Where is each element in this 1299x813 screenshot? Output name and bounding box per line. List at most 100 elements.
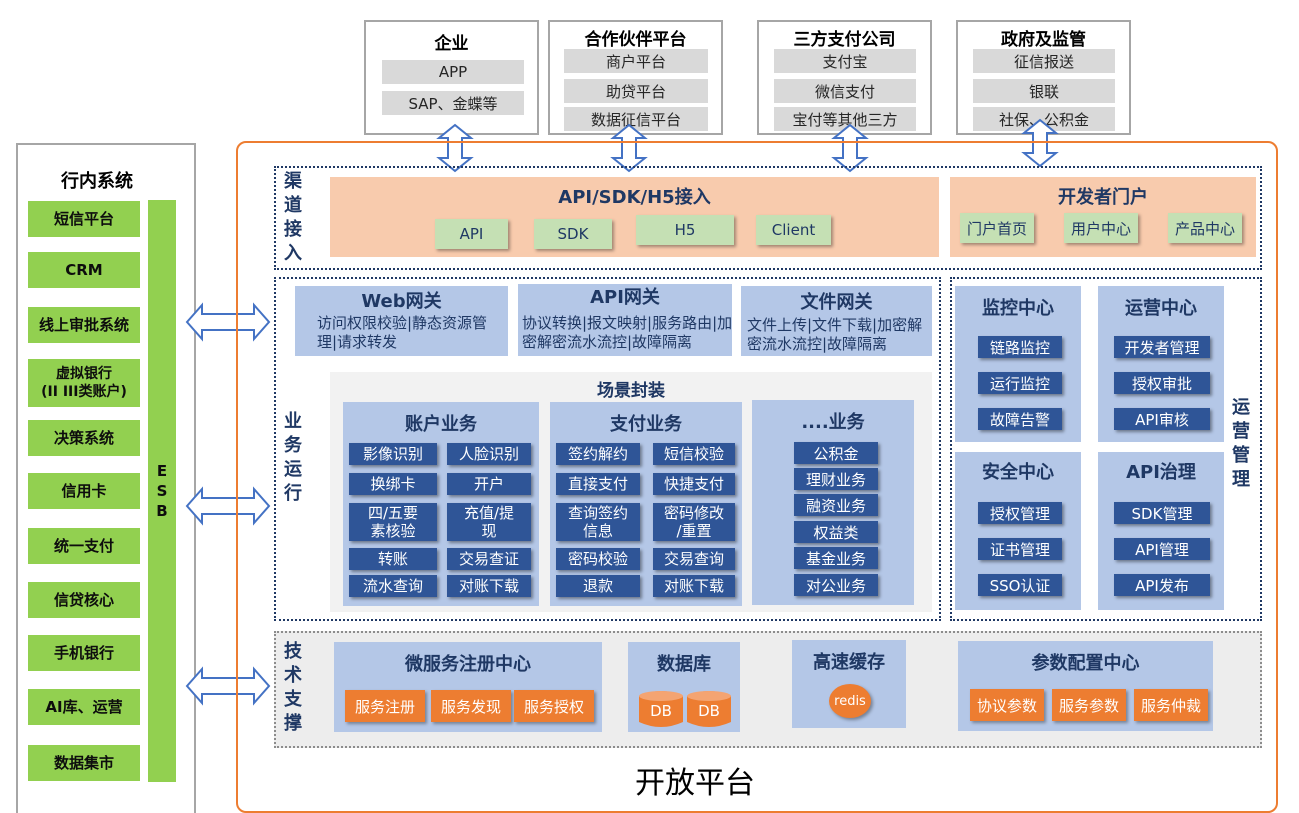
inner-system-item: 虚拟银行 (II III类账户) xyxy=(28,359,140,407)
double-arrow-icon xyxy=(436,123,474,173)
api-gateway-box: API网关 协议转换|报文映射|服务路由|加密解密流水流控|故障隔离 xyxy=(518,284,732,356)
top-item: 微信支付 xyxy=(774,79,916,103)
registry-center-box: 微服务注册中心 服务注册 服务发现 服务授权 xyxy=(334,642,602,732)
account-business-title: 账户业务 xyxy=(405,414,477,435)
other-business-item: 基金业务 xyxy=(794,547,878,569)
monitor-center-item: 运行监控 xyxy=(978,372,1062,394)
other-business-title: ....业务 xyxy=(801,412,865,433)
portal-item-user-center: 用户中心 xyxy=(1064,213,1138,243)
top-box-title: 企业 xyxy=(434,33,469,54)
account-business-item: 对账下载 xyxy=(447,575,531,597)
payment-business-item: 直接支付 xyxy=(556,473,640,495)
channel-item-sdk: SDK xyxy=(534,219,612,249)
cache-title: 高速缓存 xyxy=(813,652,885,673)
registry-item: 服务发现 xyxy=(431,690,511,722)
payment-business-title: 支付业务 xyxy=(610,414,682,435)
other-business-item: 对公业务 xyxy=(794,574,878,596)
web-gateway-desc: 访问权限校验|静态资源管理|请求转发 xyxy=(317,314,488,351)
developer-portal-box: 开发者门户 门户首页 用户中心 产品中心 xyxy=(950,177,1256,257)
inner-system-item: 短信平台 xyxy=(28,201,140,237)
security-center-item: SSO认证 xyxy=(978,574,1062,596)
payment-business-item: 退款 xyxy=(556,575,640,597)
payment-business-item: 密码修改 /重置 xyxy=(653,503,735,541)
scene-encapsulation-title: 场景封装 xyxy=(597,380,665,401)
portal-item-product-center: 产品中心 xyxy=(1168,213,1242,243)
double-arrow-icon xyxy=(185,302,271,342)
file-gateway-box: 文件网关 文件上传|文件下载|加密解密流水流控|故障隔离 xyxy=(741,286,932,356)
channel-access-section xyxy=(274,166,1262,270)
account-business-item: 开户 xyxy=(447,473,531,495)
top-item: 商户平台 xyxy=(564,49,708,73)
payment-business-item: 查询签约 信息 xyxy=(556,503,640,541)
esb-bar: E S B xyxy=(148,200,176,782)
config-item: 协议参数 xyxy=(970,689,1044,721)
account-business-item: 换绑卡 xyxy=(349,473,437,495)
account-business-item: 人脸识别 xyxy=(447,443,531,465)
payment-business-item: 交易查询 xyxy=(653,548,735,570)
top-box-third-party-payment: 三方支付公司 支付宝 微信支付 宝付等其他三方 xyxy=(757,20,932,135)
inner-system-item: 线上审批系统 xyxy=(28,307,140,343)
top-box-title: 三方支付公司 xyxy=(793,29,896,50)
channel-item-client: Client xyxy=(756,215,831,245)
database-label: DB xyxy=(698,702,720,720)
operation-center-title: 运营中心 xyxy=(1125,298,1197,319)
top-item: SAP、金蝶等 xyxy=(382,91,524,115)
top-item: 助贷平台 xyxy=(564,79,708,103)
config-item: 服务参数 xyxy=(1052,689,1126,721)
operation-center-item: 开发者管理 xyxy=(1114,336,1210,358)
registry-item: 服务授权 xyxy=(514,690,594,722)
inner-system-item: CRM xyxy=(28,252,140,288)
api-gateway-desc: 协议转换|报文映射|服务路由|加密解密流水流控|故障隔离 xyxy=(522,314,733,351)
file-gateway-title: 文件网关 xyxy=(800,292,873,313)
registry-item: 服务注册 xyxy=(345,690,425,722)
database-label: DB xyxy=(650,702,672,720)
monitor-center-item: 故障告警 xyxy=(978,408,1062,430)
inner-system-item: 信贷核心 xyxy=(28,582,140,618)
registry-center-title: 微服务注册中心 xyxy=(405,654,531,675)
payment-business-item: 快捷支付 xyxy=(653,473,735,495)
account-business-item: 影像识别 xyxy=(349,443,437,465)
top-box-enterprise: 企业 APP SAP、金蝶等 xyxy=(364,20,539,135)
double-arrow-icon xyxy=(185,666,271,706)
top-box-title: 政府及监管 xyxy=(1001,29,1086,50)
channel-item-h5: H5 xyxy=(636,215,734,245)
top-item: 银联 xyxy=(973,79,1115,103)
security-center-item: 证书管理 xyxy=(978,538,1062,560)
tech-support-label: 技 术 支 撑 xyxy=(284,641,302,734)
monitor-center-title: 监控中心 xyxy=(982,298,1054,319)
api-governance-item: SDK管理 xyxy=(1114,502,1210,524)
inner-system-item: 数据集市 xyxy=(28,745,140,781)
other-business-item: 权益类 xyxy=(794,521,878,543)
database-title: 数据库 xyxy=(657,654,711,675)
top-box-title: 合作伙伴平台 xyxy=(584,29,687,50)
inner-system-item: 手机银行 xyxy=(28,635,140,671)
file-gateway-desc: 文件上传|文件下载|加密解密流水流控|故障隔离 xyxy=(747,316,923,353)
account-business-item: 充值/提 现 xyxy=(447,503,531,541)
api-governance-item: API管理 xyxy=(1114,538,1210,560)
top-item: 征信报送 xyxy=(973,49,1115,73)
top-item: 数据征信平台 xyxy=(564,107,708,131)
operations-management-label: 运 营 管 理 xyxy=(1232,397,1250,490)
config-center-box: 参数配置中心 协议参数 服务参数 服务仲裁 xyxy=(958,641,1213,731)
account-business-item: 转账 xyxy=(349,548,437,570)
payment-business-item: 短信校验 xyxy=(653,443,735,465)
other-business-item: 融资业务 xyxy=(794,494,878,516)
business-operation-label: 业 务 运 行 xyxy=(284,411,302,504)
database-cylinder-icon xyxy=(687,691,731,727)
redis-badge: redis xyxy=(829,684,871,718)
inner-systems-title: 行内系统 xyxy=(61,171,133,192)
top-box-partner-platform: 合作伙伴平台 商户平台 助贷平台 数据征信平台 xyxy=(548,20,723,135)
cache-box: 高速缓存 redis xyxy=(792,640,906,728)
payment-business-item: 对账下载 xyxy=(653,575,735,597)
operation-center-item: API审核 xyxy=(1114,408,1210,430)
api-sdk-h5-box: API/SDK/H5接入 API SDK H5 Client xyxy=(330,177,939,257)
open-platform-title: 开放平台 xyxy=(560,760,830,801)
database-cylinder-icon xyxy=(639,691,683,727)
channel-item-api: API xyxy=(435,219,508,249)
channel-access-label: 渠 道 接 入 xyxy=(284,171,302,264)
monitor-center-item: 链路监控 xyxy=(978,336,1062,358)
payment-business-item: 签约解约 xyxy=(556,443,640,465)
inner-system-item: 统一支付 xyxy=(28,528,140,564)
security-center-item: 授权管理 xyxy=(978,502,1062,524)
account-business-item: 四/五要 素核验 xyxy=(349,503,437,541)
